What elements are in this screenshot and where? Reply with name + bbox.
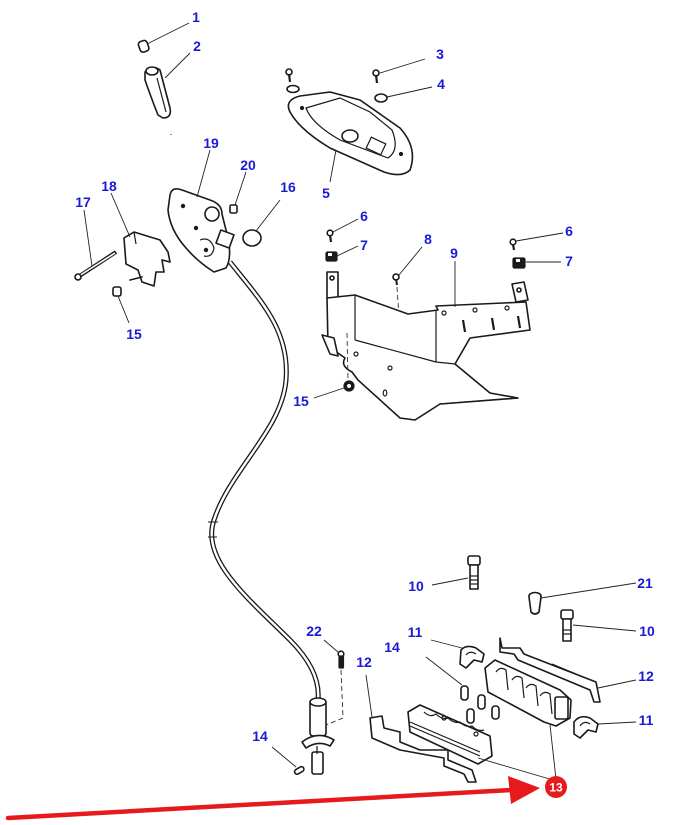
- part-nut-15-center: [343, 380, 355, 392]
- callout-18[interactable]: 18: [101, 178, 117, 194]
- part-clamp-plate-12-left: [369, 715, 477, 783]
- callout-11-left[interactable]: 11: [408, 624, 423, 640]
- part-bolt-22: [337, 650, 345, 669]
- callout-16[interactable]: 16: [280, 179, 296, 195]
- part-shift-lever-assembly: [167, 134, 235, 273]
- callout-10-top[interactable]: 10: [408, 578, 424, 594]
- callout-1[interactable]: 1: [192, 9, 200, 25]
- callout-9[interactable]: 9: [450, 245, 458, 261]
- part-shift-cable: [208, 260, 335, 775]
- callout-20[interactable]: 20: [240, 157, 256, 173]
- callout-15-center[interactable]: 15: [293, 393, 309, 409]
- callout-14-left[interactable]: 14: [252, 728, 268, 744]
- callout-21[interactable]: 21: [637, 575, 653, 591]
- part-screw-cover-left: [285, 68, 300, 94]
- callout-12-left[interactable]: 12: [356, 654, 372, 670]
- part-clamp-plate-12-right: [499, 637, 601, 703]
- part-clamp-11-left: [459, 645, 485, 669]
- callout-3[interactable]: 3: [436, 46, 444, 62]
- callout-13: 13: [549, 781, 563, 795]
- callout-6-left[interactable]: 6: [360, 208, 368, 224]
- part-pin-14-left: [293, 765, 305, 775]
- part-clamp-block-13-lower: [407, 704, 493, 765]
- callout-19[interactable]: 19: [203, 135, 219, 151]
- part-clamp-block-13-upper: [484, 659, 572, 727]
- part-console-cover: [287, 91, 414, 176]
- callout-17[interactable]: 17: [75, 194, 91, 210]
- part-bolt-17: [74, 250, 118, 281]
- callout-2[interactable]: 2: [193, 38, 201, 54]
- part-mounting-bracket-9: [321, 271, 531, 421]
- part-bracket-18: [123, 231, 171, 287]
- highlight-arrow: [5, 776, 540, 821]
- callout-13-badge[interactable]: 13: [545, 776, 567, 798]
- part-bolt-8: [392, 273, 400, 286]
- part-screw-3: [372, 69, 380, 84]
- part-cap-16: [242, 229, 262, 247]
- callout-6-right[interactable]: 6: [565, 223, 573, 239]
- part-bolt-10-top: [467, 555, 481, 590]
- callout-22[interactable]: 22: [306, 623, 322, 639]
- part-lever-knob: [144, 66, 172, 119]
- callout-4[interactable]: 4: [437, 76, 445, 92]
- part-nut-15-left: [112, 286, 122, 297]
- callout-7-left[interactable]: 7: [360, 237, 368, 253]
- callout-12-right[interactable]: 12: [638, 668, 654, 684]
- callout-15-left[interactable]: 15: [126, 326, 142, 342]
- callout-10-right[interactable]: 10: [639, 623, 655, 639]
- callout-labels: 1 2 3 4 5 6 7 6 7 8 9 15 15 16 17 18 19 …: [75, 9, 655, 744]
- part-clipnut-7-left: [325, 251, 338, 262]
- part-screw-6-right: [509, 238, 517, 251]
- part-screw-6-left: [326, 229, 334, 243]
- part-pins-14-right: [460, 685, 500, 724]
- callout-11-right[interactable]: 11: [639, 712, 654, 728]
- callout-8[interactable]: 8: [424, 231, 432, 247]
- part-nut-20: [229, 204, 238, 214]
- part-clamp-11-right: [573, 715, 599, 739]
- part-clipnut-7-right: [512, 257, 526, 269]
- part-pin-1: [137, 39, 150, 53]
- callout-7-right[interactable]: 7: [565, 253, 573, 269]
- callout-14-right[interactable]: 14: [384, 639, 400, 655]
- part-spacer-21: [528, 591, 542, 615]
- part-washer-4: [374, 93, 388, 103]
- part-bolt-10-right: [560, 609, 574, 642]
- callout-5[interactable]: 5: [322, 185, 330, 201]
